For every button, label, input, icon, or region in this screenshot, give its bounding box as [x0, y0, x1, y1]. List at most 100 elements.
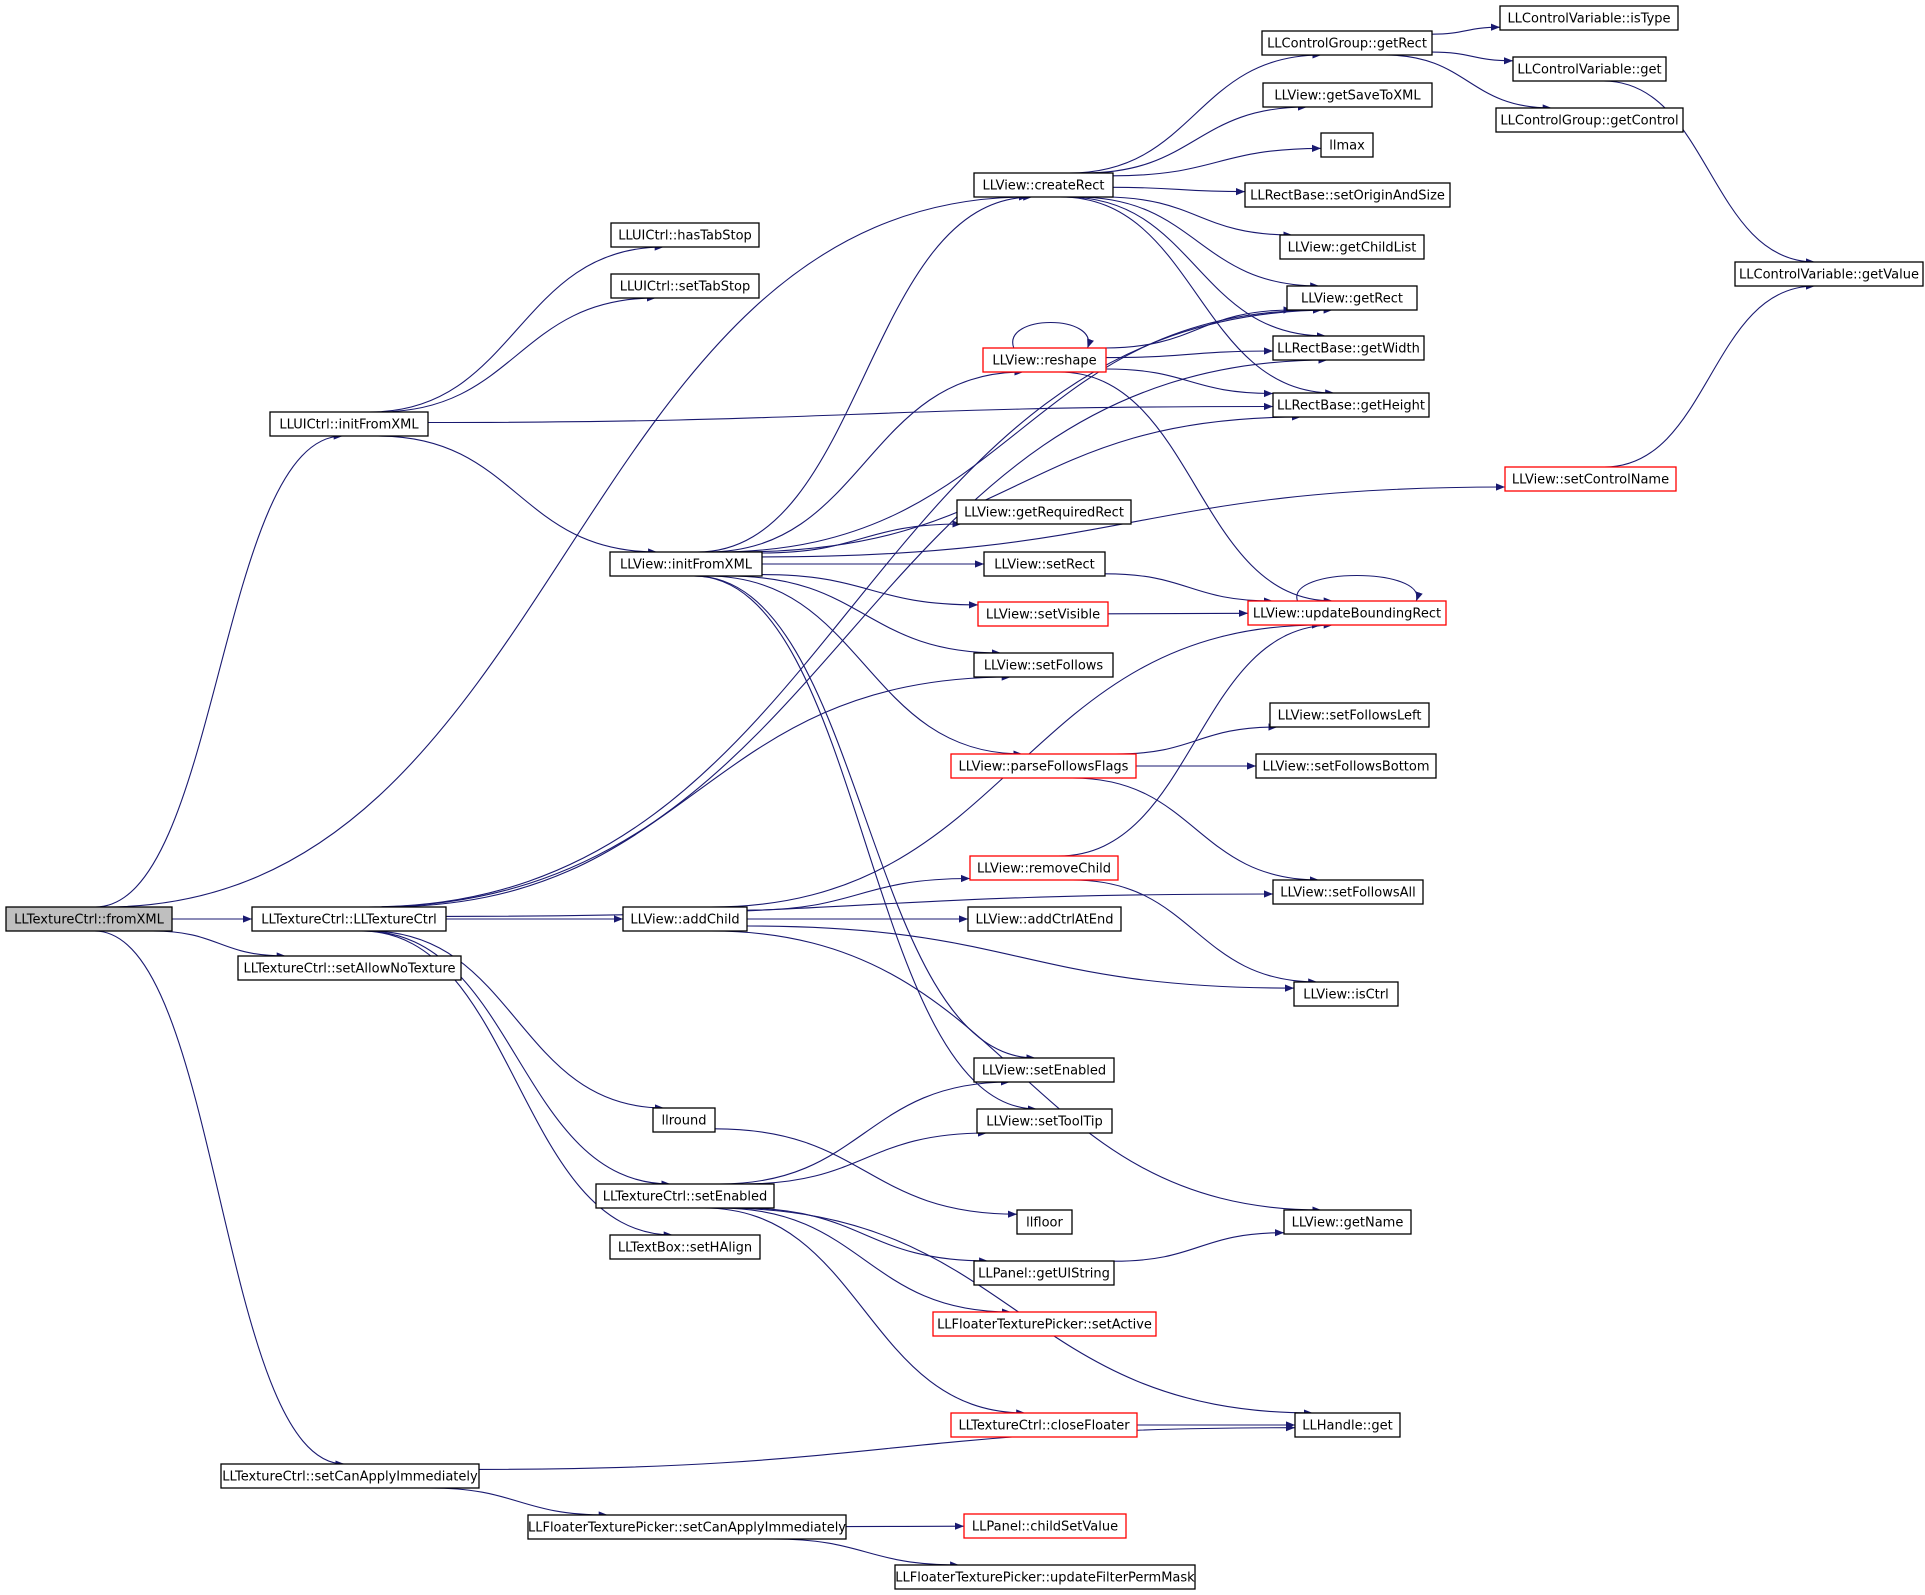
edge-reshape-to-update-bounding-rect: [1058, 371, 1333, 605]
edge-ctor-to-get-width: [369, 356, 1328, 908]
node-add-child[interactable]: LLView::addChild: [622, 906, 748, 932]
node-label: LLView::getSaveToXML: [1274, 89, 1421, 104]
node-handle-get[interactable]: LLHandle::get: [1294, 1412, 1401, 1438]
node-box: [622, 906, 748, 932]
node-box: [1504, 466, 1677, 492]
node-remove-child[interactable]: LLView::removeChild: [969, 855, 1119, 881]
edge-set-can-apply-immediately-to-picker-set-can-apply: [429, 1487, 608, 1519]
node-label: LLView::setFollowsAll: [1280, 886, 1416, 901]
node-is-ctrl[interactable]: LLView::isCtrl: [1293, 981, 1399, 1007]
node-box: [894, 1564, 1196, 1590]
edge-cg-get-rect-to-get-control: [1384, 54, 1552, 112]
node-set-origin-and-size[interactable]: LLRectBase::setOriginAndSize: [1244, 182, 1451, 208]
node-label: LLView::setEnabled: [982, 1064, 1106, 1079]
node-box: [977, 601, 1109, 627]
node-box: [1294, 1412, 1401, 1438]
node-box: [973, 172, 1114, 198]
node-reshape[interactable]: LLView::reshape: [982, 347, 1107, 373]
node-child-set-value[interactable]: LLPanel::childSetValue: [963, 1513, 1127, 1539]
node-add-ctrl-at-end[interactable]: LLView::addCtrlAtEnd: [967, 906, 1122, 932]
node-picker-set-active[interactable]: LLFloaterTexturePicker::setActive: [932, 1311, 1157, 1337]
nodes-layer: LLTextureCtrl::fromXML LLTextureCtrl::LLT…: [5, 5, 1924, 1590]
node-get-required-rect[interactable]: LLView::getRequiredRect: [956, 499, 1132, 525]
node-view-init-from-xml[interactable]: LLView::initFromXML: [609, 551, 763, 577]
edge-view-init-from-xml-to-set-follows: [728, 575, 1002, 657]
node-update-bounding-rect[interactable]: LLView::updateBoundingRect: [1247, 600, 1447, 626]
node-set-halign[interactable]: LLTextBox::setHAlign: [609, 1234, 761, 1260]
edge-view-init-from-xml-to-reshape: [707, 368, 1024, 553]
node-ctor[interactable]: LLTextureCtrl::LLTextureCtrl: [251, 906, 447, 932]
node-get-child-list[interactable]: LLView::getChildList: [1279, 234, 1425, 260]
edge-parse-follows-flags-to-set-follows-left: [1115, 723, 1278, 755]
node-set-allow-no-texture[interactable]: LLTextureCtrl::setAllowNoTexture: [237, 955, 462, 981]
node-get-value[interactable]: LLControlVariable::getValue: [1734, 261, 1924, 287]
node-get-control[interactable]: LLControlGroup::getControl: [1495, 107, 1684, 133]
node-label: LLTextureCtrl::closeFloater: [958, 1419, 1130, 1434]
node-update-filter-perm-mask[interactable]: LLFloaterTexturePicker::updateFilterPerm…: [894, 1564, 1196, 1590]
node-set-follows-bottom[interactable]: LLView::setFollowsBottom: [1255, 753, 1437, 779]
node-llmax[interactable]: llmax: [1320, 132, 1374, 158]
node-has-tab-stop[interactable]: LLUICtrl::hasTabStop: [610, 222, 760, 248]
edge-create-rect-to-get-save-to-xml: [1083, 103, 1308, 174]
node-box: [1262, 82, 1433, 108]
node-label: LLView::addChild: [630, 913, 739, 928]
node-box: [1283, 1209, 1412, 1235]
node-label: llround: [662, 1114, 707, 1129]
node-from-xml[interactable]: LLTextureCtrl::fromXML: [5, 906, 173, 932]
node-parse-follows-flags[interactable]: LLView::parseFollowsFlags: [950, 753, 1137, 779]
node-cv-get[interactable]: LLControlVariable::get: [1512, 56, 1667, 82]
node-box: [969, 855, 1119, 881]
node-label: LLView::getName: [1292, 1216, 1404, 1231]
node-set-rect[interactable]: LLView::setRect: [983, 551, 1106, 577]
edge-view-init-from-xml-to-create-rect: [697, 193, 1033, 553]
node-set-follows[interactable]: LLView::setFollows: [973, 652, 1114, 678]
edge-add-child-to-is-ctrl: [746, 925, 1295, 992]
edge-create-rect-to-get-width: [1065, 196, 1327, 340]
node-llround[interactable]: llround: [652, 1107, 716, 1133]
node-picker-set-can-apply[interactable]: LLFloaterTexturePicker::setCanApplyImmed…: [527, 1514, 847, 1540]
node-label: LLView::createRect: [983, 179, 1105, 194]
edge-ui-init-from-xml-to-set-tab-stop: [378, 294, 656, 413]
node-box: [1269, 702, 1430, 728]
node-set-control-name[interactable]: LLView::setControlName: [1504, 466, 1677, 492]
node-label: LLHandle::get: [1302, 1419, 1392, 1434]
edge-view-init-from-xml-to-set-tool-tip: [693, 575, 1037, 1113]
node-box: [1255, 753, 1437, 779]
node-label: llmax: [1329, 139, 1365, 154]
node-close-floater[interactable]: LLTextureCtrl::closeFloater: [950, 1412, 1138, 1438]
node-view-set-enabled[interactable]: LLView::setEnabled: [973, 1057, 1115, 1083]
node-get-width[interactable]: LLRectBase::getWidth: [1272, 335, 1425, 361]
node-cg-get-rect[interactable]: LLControlGroup::getRect: [1261, 30, 1433, 56]
node-set-can-apply-immediately[interactable]: LLTextureCtrl::setCanApplyImmediately: [220, 1463, 480, 1489]
node-box: [652, 1107, 716, 1133]
node-box: [1272, 879, 1424, 905]
node-box: [1244, 182, 1451, 208]
node-view-get-rect[interactable]: LLView::getRect: [1286, 285, 1418, 311]
node-llfloor[interactable]: llfloor: [1016, 1209, 1073, 1235]
node-set-tool-tip[interactable]: LLView::setToolTip: [976, 1108, 1113, 1134]
edge-view-init-from-xml-to-get-required-rect: [761, 520, 962, 554]
node-set-visible[interactable]: LLView::setVisible: [977, 601, 1109, 627]
node-set-follows-all[interactable]: LLView::setFollowsAll: [1272, 879, 1424, 905]
node-get-name[interactable]: LLView::getName: [1283, 1209, 1412, 1235]
node-tex-set-enabled[interactable]: LLTextureCtrl::setEnabled: [595, 1183, 775, 1209]
node-box: [1272, 392, 1430, 418]
node-get-save-to-xml[interactable]: LLView::getSaveToXML: [1262, 82, 1433, 108]
node-box: [1016, 1209, 1073, 1235]
node-is-type[interactable]: LLControlVariable::isType: [1499, 5, 1679, 31]
node-label: LLView::setFollowsLeft: [1278, 709, 1422, 724]
node-ui-init-from-xml[interactable]: LLUICtrl::initFromXML: [269, 411, 429, 437]
node-set-follows-left[interactable]: LLView::setFollowsLeft: [1269, 702, 1430, 728]
edge-ctor-to-tex-set-enabled: [363, 930, 671, 1188]
node-label: LLUICtrl::hasTabStop: [618, 229, 752, 244]
node-box: [1279, 234, 1425, 260]
node-create-rect[interactable]: LLView::createRect: [973, 172, 1114, 198]
node-box: [982, 347, 1107, 373]
edge-cv-get-to-get-value: [1603, 80, 1816, 266]
node-set-tab-stop[interactable]: LLUICtrl::setTabStop: [610, 273, 760, 299]
node-get-uistring[interactable]: LLPanel::getUIString: [973, 1260, 1115, 1286]
node-label: LLControlGroup::getRect: [1267, 37, 1427, 52]
node-get-height[interactable]: LLRectBase::getHeight: [1272, 392, 1430, 418]
node-box: [1320, 132, 1374, 158]
edge-parse-follows-flags-to-set-follows-all: [1072, 777, 1320, 884]
